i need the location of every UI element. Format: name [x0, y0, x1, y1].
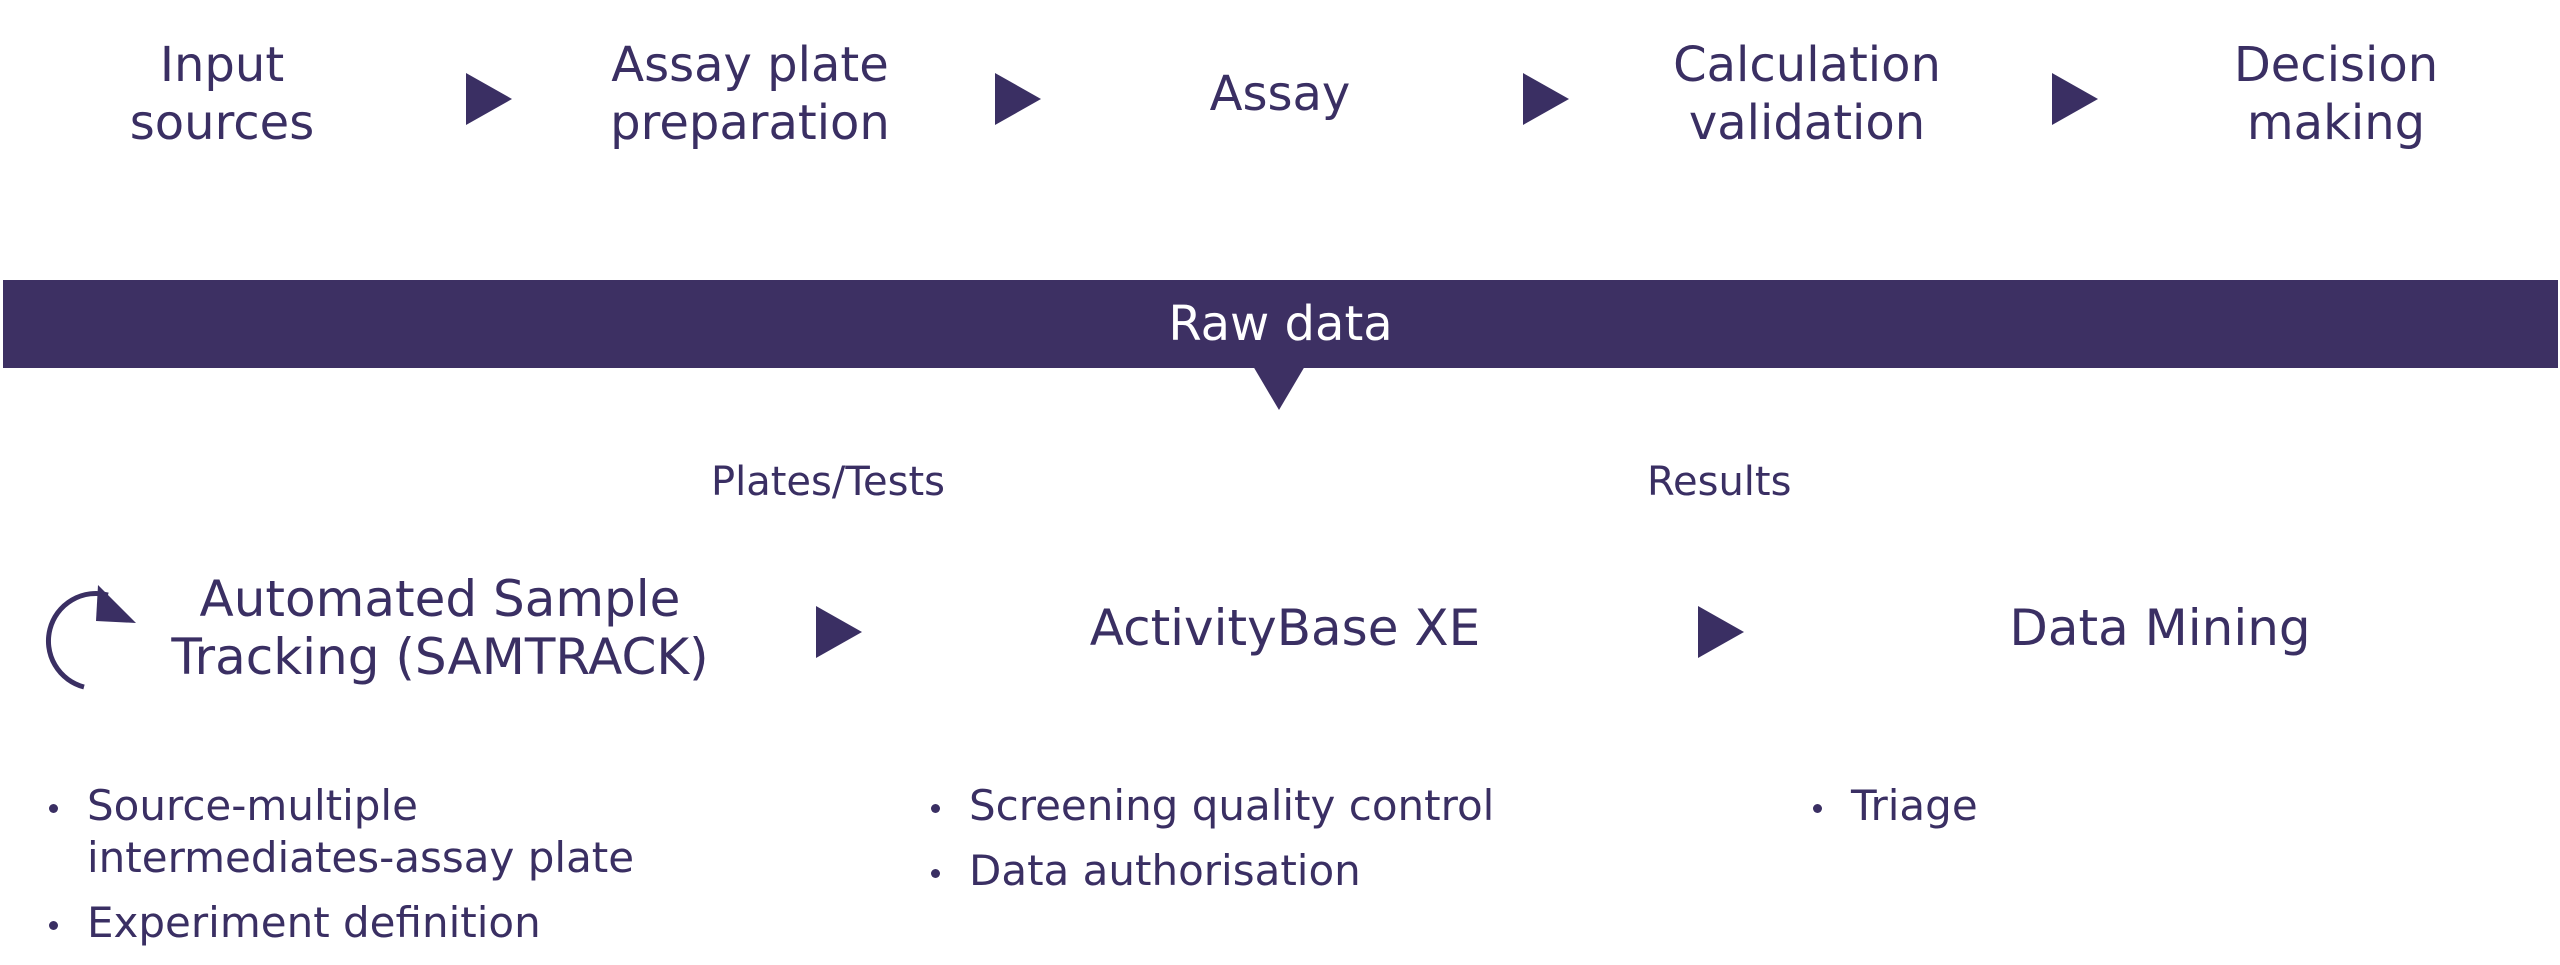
step-input-sources: Input sources	[129, 37, 315, 151]
list-item: Screening quality control	[929, 780, 1629, 832]
step-assay-plate-preparation: Assay plate preparation	[610, 37, 890, 151]
step-calculation-validation: Calculation validation	[1673, 37, 1941, 151]
list-item: Source-multiple intermediates-assay plat…	[47, 780, 727, 884]
data-mining-bullet-list: Triage	[1811, 780, 2311, 845]
arrow-right-icon	[816, 606, 862, 658]
arrow-right-icon	[466, 73, 512, 125]
list-item: Data authorisation	[929, 845, 1629, 897]
arrow-right-icon	[2052, 73, 2098, 125]
list-item: Experiment definition	[47, 897, 727, 949]
results-label: Results	[1647, 459, 1792, 505]
arrow-right-icon	[1523, 73, 1569, 125]
activitybase-bullet-list: Screening quality control Data authorisa…	[929, 780, 1629, 910]
activitybase-label: ActivityBase XE	[1089, 599, 1481, 657]
arrow-right-icon	[995, 73, 1041, 125]
step-assay: Assay	[1209, 66, 1351, 122]
data-mining-label: Data Mining	[2009, 599, 2311, 657]
raw-data-band: Raw data	[3, 280, 2558, 368]
plates-tests-label: Plates/Tests	[711, 459, 945, 505]
list-item: Triage	[1811, 780, 2311, 832]
band-pointer-icon	[1253, 366, 1305, 410]
samtrack-label: Automated Sample Tracking (SAMTRACK)	[171, 570, 709, 686]
arrow-right-icon	[1698, 606, 1744, 658]
step-decision-making: Decision making	[2233, 37, 2439, 151]
raw-data-label: Raw data	[1168, 296, 1393, 352]
refresh-arrow-icon	[45, 585, 136, 690]
samtrack-bullet-list: Source-multiple intermediates-assay plat…	[47, 780, 727, 962]
